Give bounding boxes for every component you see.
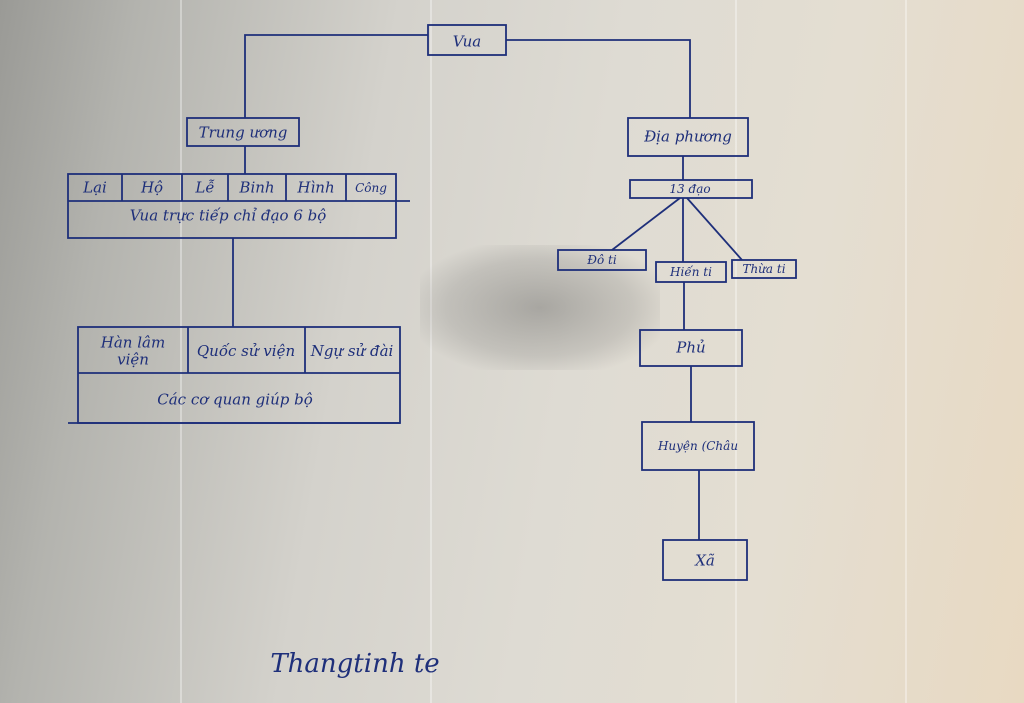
ministries-table (67, 173, 397, 239)
agency-quoc-su-vien: Quốc sử viện (196, 341, 296, 360)
central-box (186, 117, 300, 147)
hien-ti-label: Hiến ti (670, 265, 712, 279)
agency-ngu-su-dai: Ngự sử đài (310, 341, 394, 360)
local-box (627, 117, 749, 157)
xa-label: Xã (695, 551, 715, 570)
thua-ti-label: Thừa ti (742, 262, 786, 276)
ministry-binh: Binh (239, 178, 275, 197)
ministries-caption: Vua trực tiếp chỉ đạo 6 bộ (129, 206, 327, 225)
do-ti-box (557, 249, 647, 271)
king-to-central-line (244, 34, 428, 118)
central-label: Trung ương (198, 123, 288, 142)
agency-han-lam-vien: Hàn lâm viện (100, 333, 166, 368)
ministry-cong: Công (355, 181, 387, 195)
ministry-lai: Lại (83, 178, 107, 197)
xa-box (662, 539, 748, 581)
king-to-local-line (506, 39, 691, 118)
agencies-caption: Các cơ quan giúp bộ (157, 390, 313, 409)
king-label: Vua (452, 32, 482, 51)
hien-ti-box (655, 261, 727, 283)
local-label: Địa phương (644, 127, 732, 146)
ministry-ho: Hộ (140, 178, 164, 197)
ministry-le: Lễ (195, 178, 215, 197)
thua-ti-box (731, 259, 797, 279)
signature: Thangtinh te (270, 649, 440, 679)
ministry-hinh: Hình (297, 178, 335, 197)
do-ti-label: Đô ti (587, 253, 617, 267)
huyen-label: Huyện (Châu (657, 439, 739, 453)
paper-stain (420, 245, 660, 370)
circuits-box (629, 179, 753, 199)
huyen-box (641, 421, 755, 471)
circuits-label: 13 đạo (669, 182, 711, 196)
phu-label: Phủ (676, 338, 706, 357)
